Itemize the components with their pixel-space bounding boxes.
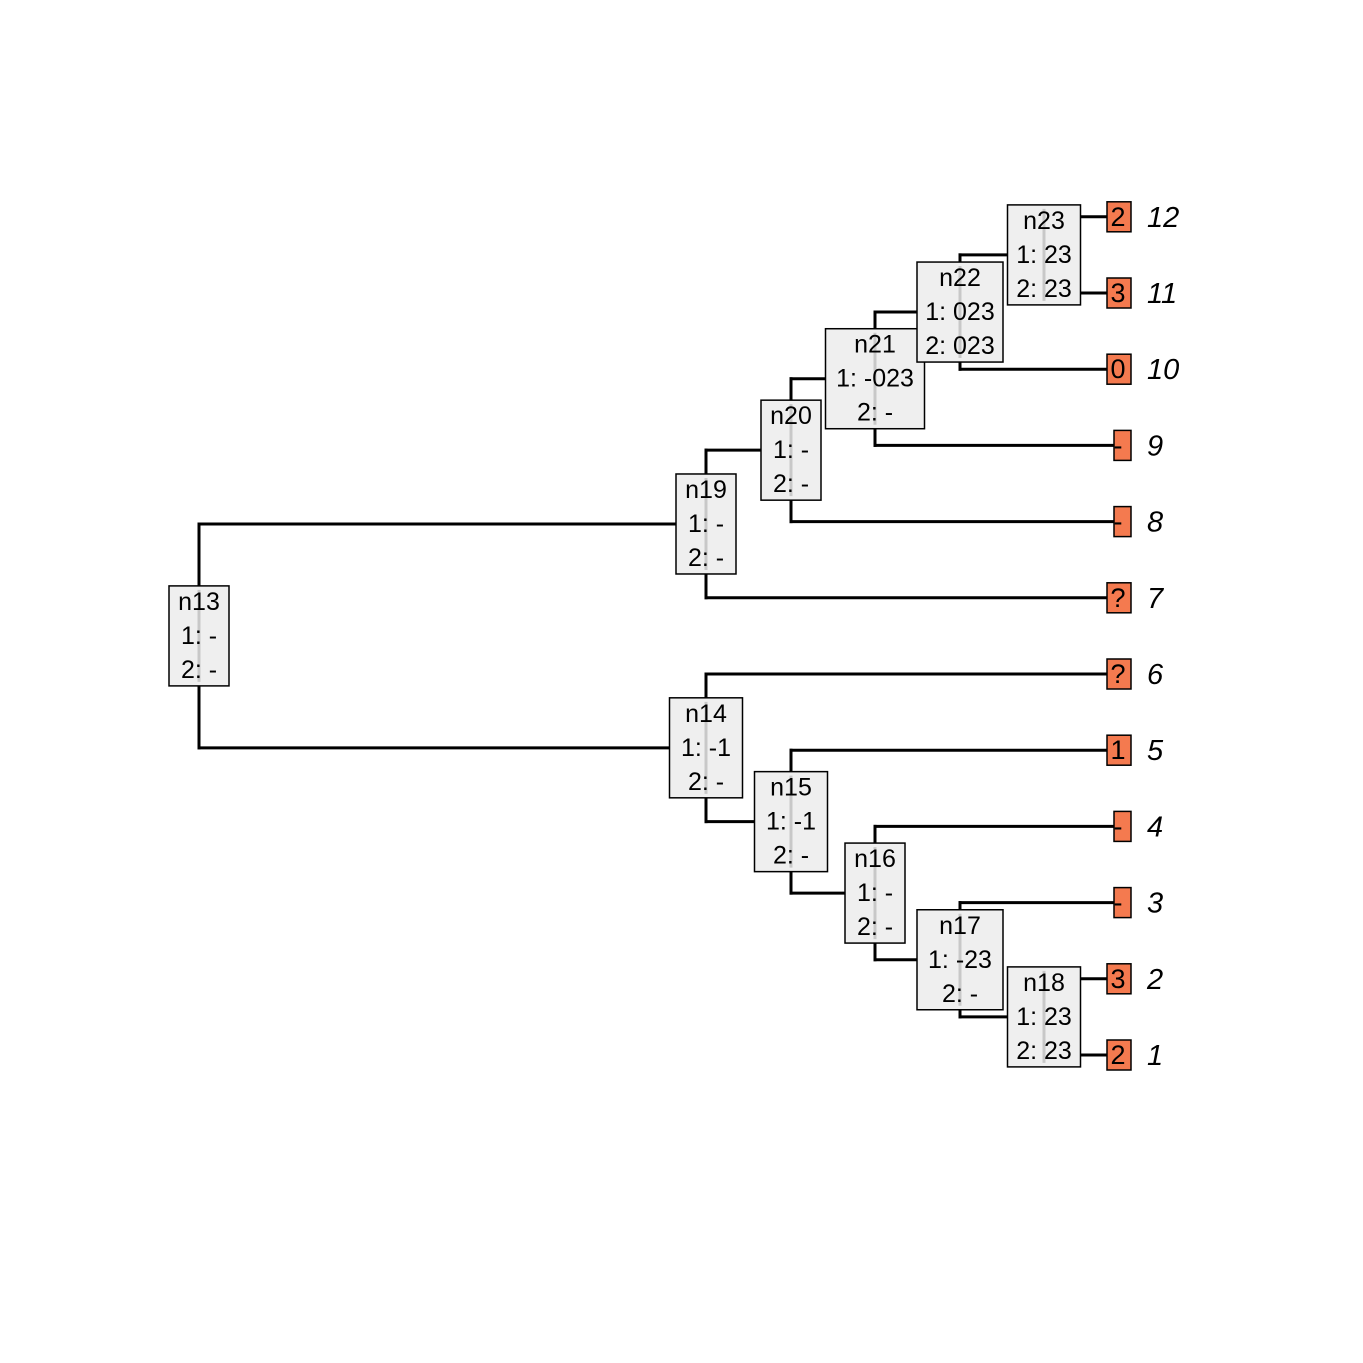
node-line1: 1: 23 xyxy=(1016,241,1072,269)
node-line2: 2: - xyxy=(857,399,893,427)
node-line1: 1: -23 xyxy=(928,946,992,974)
node-label: n13 xyxy=(178,588,220,616)
tip-state-label: 3 xyxy=(1110,964,1125,994)
tip-state-box xyxy=(1113,429,1132,462)
node-line1: 1: 23 xyxy=(1016,1003,1072,1031)
tip-label: 1 xyxy=(1147,1040,1163,1072)
node-line1: 1: -1 xyxy=(681,734,731,762)
tip-state-label: 3 xyxy=(1110,278,1125,308)
node-line1: 1: - xyxy=(857,879,893,907)
node-n16: n16 1: - 2: - xyxy=(844,842,906,944)
node-label: n17 xyxy=(939,912,981,940)
node-n14: n14 1: -1 2: - xyxy=(668,697,744,799)
tip-state-label: - xyxy=(1114,507,1123,537)
tip-state-box xyxy=(1106,658,1132,690)
tip-state-label: ? xyxy=(1110,659,1125,689)
tip-8: -8 xyxy=(1113,505,1163,539)
node-line1: 1: -023 xyxy=(836,365,914,393)
tip-state-box xyxy=(1113,505,1132,538)
tip-state-label: - xyxy=(1114,811,1123,841)
tip-4: -4 xyxy=(1113,810,1163,843)
tip-label: 5 xyxy=(1147,735,1164,767)
tip-state-label: ? xyxy=(1110,583,1125,613)
tip-state-box xyxy=(1106,1039,1132,1071)
node-label: n14 xyxy=(685,700,727,728)
node-n15: n15 1: -1 2: - xyxy=(753,770,829,873)
node-n19: n19 1: - 2: - xyxy=(675,473,737,575)
tip-12: 2 12 xyxy=(1106,201,1179,234)
node-line2: 2: 023 xyxy=(925,332,995,360)
node-label: n15 xyxy=(770,774,812,802)
tip-label: 2 xyxy=(1146,964,1163,996)
tip-state-label: 0 xyxy=(1110,354,1125,384)
node-n21: n21 1: -023 2: - xyxy=(824,327,926,430)
tip-label: 12 xyxy=(1147,202,1179,234)
tip-state-box xyxy=(1106,201,1132,233)
node-line1: 1: 023 xyxy=(925,298,995,326)
tip-state-box xyxy=(1106,353,1132,385)
node-line2: 2: 23 xyxy=(1016,275,1072,303)
node-label: n22 xyxy=(939,264,981,292)
tip-label: 6 xyxy=(1147,659,1164,691)
node-label: n18 xyxy=(1023,969,1065,997)
tip-state-box xyxy=(1106,277,1132,309)
node-line2: 2: - xyxy=(773,470,809,498)
node-line1: 1: - xyxy=(773,436,809,464)
tip-label: 3 xyxy=(1147,888,1163,920)
node-n23: n23 1: 23 2: 23 xyxy=(1006,204,1082,306)
tip-state-box xyxy=(1106,582,1132,614)
node-line2: 2: - xyxy=(688,768,724,796)
node-line2: 2: - xyxy=(942,980,978,1008)
tip-state-label: 2 xyxy=(1110,202,1125,232)
node-n18: n18 1: 23 2: 23 xyxy=(1006,966,1082,1068)
internal-nodes: n13 1: - 2: - n14 1: -1 2: - n15 1: -1 2: - n16 1:… xyxy=(168,204,1082,1068)
node-line2: 2: - xyxy=(773,842,809,870)
node-line2: 2: - xyxy=(688,544,724,572)
tip-label: 9 xyxy=(1147,430,1163,462)
node-n20: n20 1: - 2: - xyxy=(760,399,822,501)
tip-11: 3 11 xyxy=(1106,277,1177,310)
tip-label: 8 xyxy=(1147,507,1163,539)
node-line1: 1: - xyxy=(688,510,724,538)
node-label: n23 xyxy=(1023,207,1065,235)
tip-state-label: - xyxy=(1114,430,1123,460)
node-label: n16 xyxy=(854,845,896,873)
tip-state-label: 2 xyxy=(1110,1040,1125,1070)
tip-state-box xyxy=(1106,734,1132,766)
tip-state-box xyxy=(1106,963,1132,995)
node-label: n21 xyxy=(854,331,896,359)
tip-state-label: 1 xyxy=(1110,735,1125,765)
tip-9: -9 xyxy=(1113,429,1163,462)
tip-label: 7 xyxy=(1147,583,1165,615)
tip-label: 4 xyxy=(1147,811,1163,843)
tip-state-label: - xyxy=(1114,888,1123,918)
node-line1: 1: - xyxy=(181,622,217,650)
tip-6: ?6 xyxy=(1106,658,1164,691)
node-label: n19 xyxy=(685,476,727,504)
node-n17: n17 1: -23 2: - xyxy=(916,909,1004,1011)
tip-label: 10 xyxy=(1147,354,1179,386)
node-line2: 2: - xyxy=(857,913,893,941)
node-n13: n13 1: - 2: - xyxy=(168,585,230,687)
node-label: n20 xyxy=(770,402,812,430)
node-line2: 2: - xyxy=(181,656,217,684)
tip-label: 11 xyxy=(1147,278,1177,310)
tip-3: -3 xyxy=(1113,886,1163,920)
tip-10: 0 10 xyxy=(1106,353,1179,386)
tip-state-box xyxy=(1113,810,1132,843)
node-line1: 1: -1 xyxy=(766,808,816,836)
node-line2: 2: 23 xyxy=(1016,1037,1072,1065)
tip-7: ?7 xyxy=(1106,582,1165,615)
node-n22: n22 1: 023 2: 023 xyxy=(916,261,1004,363)
tip-state-box xyxy=(1113,886,1132,919)
